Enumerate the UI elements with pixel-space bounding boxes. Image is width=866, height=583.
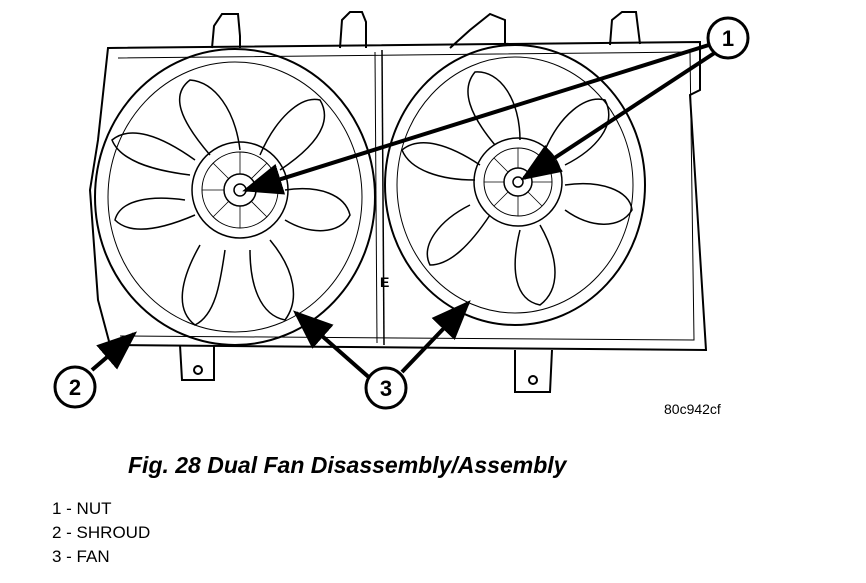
legend: 1 - NUT 2 - SHROUD 3 - FAN	[52, 497, 150, 569]
callout-1: 1	[706, 16, 750, 60]
arrow-shroud	[90, 331, 138, 372]
legend-item: 1 - NUT	[52, 499, 112, 518]
arrow-nut-right	[520, 50, 718, 181]
arrow-nut-left	[242, 42, 713, 195]
leader-arrows	[90, 42, 718, 382]
legend-item: 3 - FAN	[52, 547, 110, 566]
image-id: 80c942cf	[664, 401, 721, 417]
arrow-fan-left	[292, 310, 374, 382]
legend-item: 2 - SHROUD	[52, 523, 151, 542]
callout-3: 3	[364, 366, 408, 410]
svg-text:1: 1	[722, 26, 734, 51]
svg-text:3: 3	[380, 376, 392, 401]
figure-caption: Fig. 28 Dual Fan Disassembly/Assembly	[128, 452, 567, 478]
svg-text:2: 2	[69, 375, 81, 400]
panel-mark: E	[380, 274, 389, 290]
arrow-fan-right	[400, 300, 471, 374]
fan-assembly-diagram: E 1 2 3	[53, 11, 750, 410]
left-fan	[111, 79, 351, 326]
shroud	[88, 11, 708, 393]
right-fan	[401, 71, 633, 306]
callout-2: 2	[53, 365, 97, 409]
